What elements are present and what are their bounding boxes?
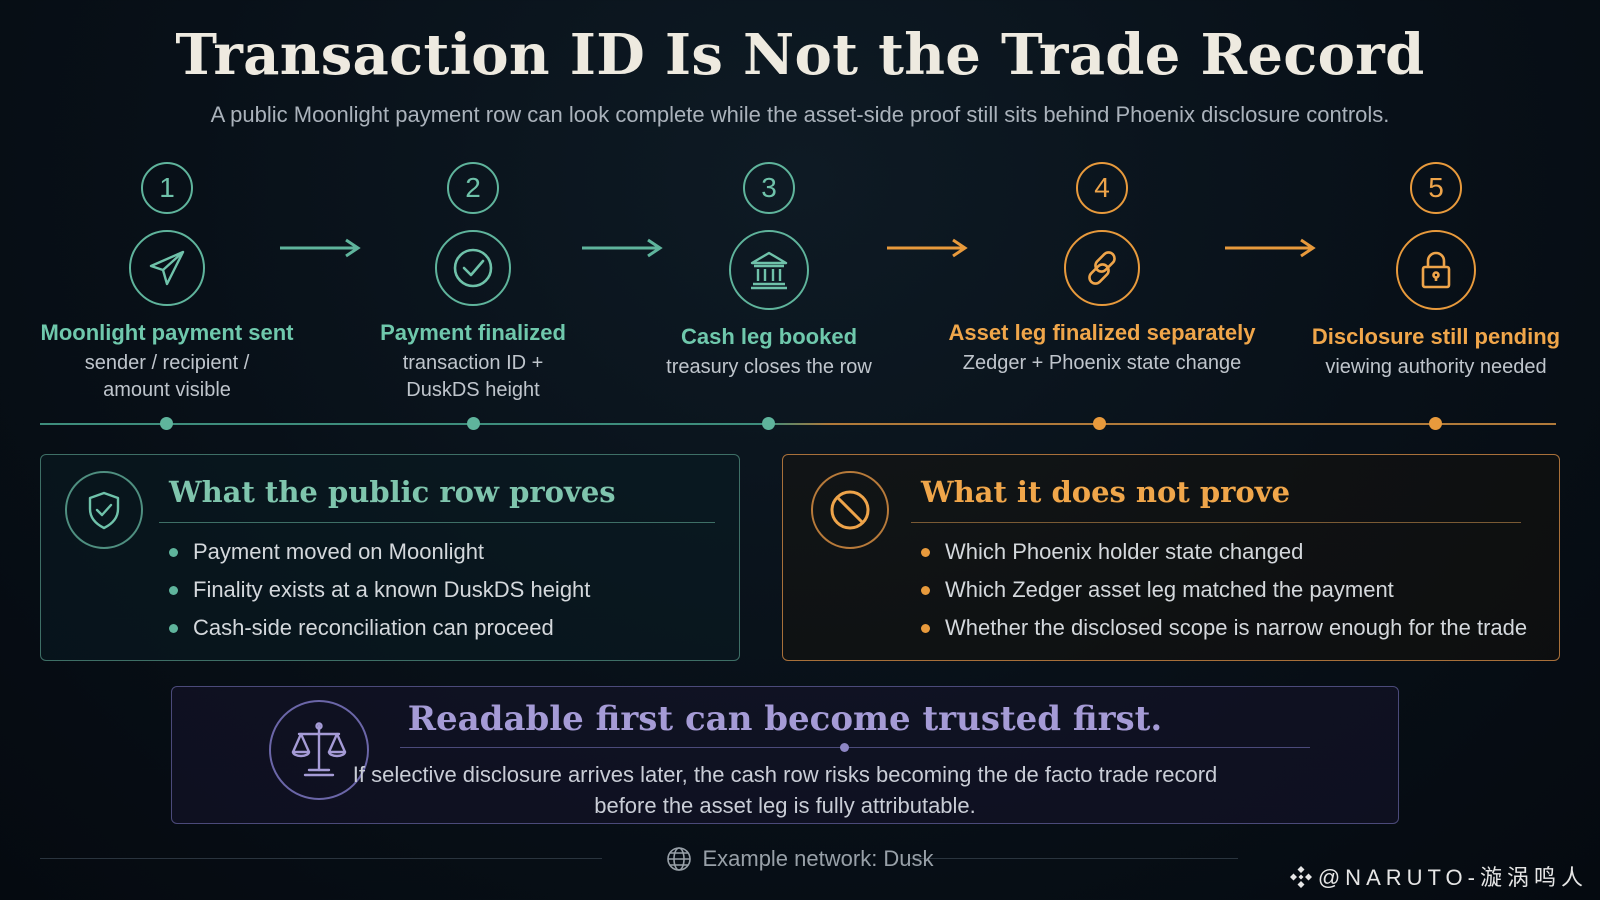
step-3: 3 Cash leg booked treasury closes the ro… — [604, 162, 934, 381]
step-subtext: Zedger + Phoenix state change — [962, 352, 1242, 374]
step-5: 5 Disclosure still pending viewing autho… — [1271, 162, 1600, 381]
divider — [911, 522, 1521, 523]
step-label: Moonlight payment sent — [40, 320, 294, 345]
prohibited-icon — [811, 471, 889, 549]
timeline-dot — [1429, 417, 1442, 430]
step-label: Disclosure still pending — [1311, 324, 1561, 349]
list-item: Finality exists at a known DuskDS height — [169, 571, 590, 609]
list-item: Payment moved on Moonlight — [169, 533, 590, 571]
step-subtext: treasury closes the row — [666, 356, 872, 378]
divider — [159, 522, 715, 523]
divider-dot — [840, 743, 849, 752]
not-proves-list: Which Phoenix holder state changed Which… — [921, 533, 1527, 647]
step-number: 1 — [141, 162, 193, 214]
shield-check-icon — [65, 471, 143, 549]
footer-text: Example network: Dusk — [702, 846, 934, 871]
list-item: Which Zedger asset leg matched the payme… — [921, 571, 1527, 609]
step-number: 5 — [1410, 162, 1462, 214]
check-circle-icon — [435, 230, 511, 306]
timeline-dot — [1093, 417, 1106, 430]
step-4: 4 Asset leg finalized separately Zedger … — [937, 162, 1267, 377]
conclusion-title: Readable first can become trusted first. — [407, 699, 1163, 739]
divider — [400, 747, 1310, 748]
step-number: 4 — [1076, 162, 1128, 214]
step-label: Payment finalized — [380, 320, 566, 345]
link-icon — [1064, 230, 1140, 306]
list-item: Which Phoenix holder state changed — [921, 533, 1527, 571]
paper-plane-icon — [129, 230, 205, 306]
card-title: What it does not prove — [921, 475, 1291, 509]
footer-rule — [40, 858, 602, 859]
footer: Example network: Dusk — [0, 846, 1600, 872]
page-subtitle: A public Moonlight payment row can look … — [210, 102, 1390, 127]
step-number: 2 — [447, 162, 499, 214]
timeline-dot — [762, 417, 775, 430]
step-subtext: viewing authority needed — [1325, 356, 1547, 378]
binance-diamond-icon — [1289, 866, 1312, 888]
step-number: 3 — [743, 162, 795, 214]
step-2: 2 Payment finalized transaction ID + Dus… — [308, 162, 638, 404]
bank-icon — [729, 230, 809, 310]
arrow-icon — [887, 238, 968, 258]
card-title: What the public row proves — [169, 475, 616, 509]
not-proves-card: What it does not prove Which Phoenix hol… — [782, 454, 1560, 661]
list-item: Cash-side reconciliation can proceed — [169, 609, 590, 647]
step-label: Cash leg booked — [680, 324, 858, 349]
step-1: 1 Moonlight payment sent sender / recipi… — [2, 162, 332, 404]
footer-rule — [908, 858, 1238, 859]
arrow-icon — [280, 238, 361, 258]
watermark-text: @NARUTO-漩涡鸣人 — [1317, 865, 1588, 890]
proves-card: What the public row proves Payment moved… — [40, 454, 740, 661]
page-title: Transaction ID Is Not the Trade Record — [175, 22, 1425, 88]
step-subtext: sender / recipient / amount visible — [84, 352, 250, 401]
proves-list: Payment moved on Moonlight Finality exis… — [169, 533, 590, 647]
arrow-icon — [1225, 238, 1316, 258]
list-item: Whether the disclosed scope is narrow en… — [921, 609, 1527, 647]
timeline-dot — [160, 417, 173, 430]
step-subtext: transaction ID + DuskDS height — [402, 352, 544, 401]
scales-icon — [269, 700, 369, 800]
arrow-icon — [582, 238, 663, 258]
watermark: @NARUTO-漩涡鸣人 — [1288, 860, 1588, 892]
timeline — [40, 423, 1556, 425]
timeline-dot — [467, 417, 480, 430]
conclusion-body: If selective disclosure arrives later, t… — [352, 762, 1218, 818]
conclusion-card: Readable first can become trusted first.… — [171, 686, 1399, 824]
step-label: Asset leg finalized separately — [948, 320, 1256, 345]
globe-icon — [667, 847, 692, 871]
lock-icon — [1396, 230, 1476, 310]
